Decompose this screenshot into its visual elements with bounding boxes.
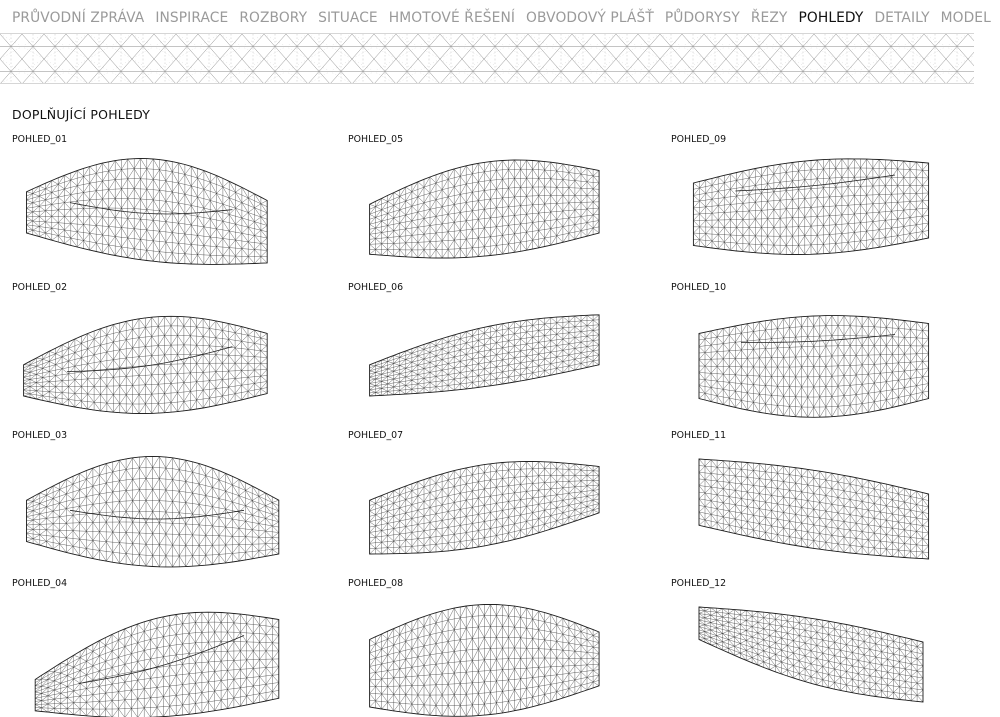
view-label: POHLED_03 [12, 430, 68, 441]
section-title: DOPLŇUJÍCÍ POHLEDY [12, 107, 151, 122]
wireframe-mesh-drawing-icon [692, 158, 930, 255]
view-pohled-09[interactable]: POHLED_09 [671, 134, 961, 273]
mesh-outline [698, 458, 930, 560]
view-pohled-04[interactable]: POHLED_04 [12, 578, 312, 717]
mesh-outline [26, 158, 268, 265]
top-navigation: PRŮVODNÍ ZPRÁVA INSPIRACE ROZBORY SITUAC… [12, 7, 991, 29]
view-pohled-01[interactable]: POHLED_01 [12, 134, 312, 273]
mesh-outline [698, 315, 930, 418]
mesh-lines [26, 456, 279, 568]
mesh-outline [23, 315, 268, 414]
mesh-outline [369, 159, 600, 259]
wireframe-mesh-drawing-icon [34, 611, 280, 717]
mesh-inner-rim [78, 635, 245, 684]
mesh-lines [35, 612, 279, 717]
view-pohled-12[interactable]: POHLED_12 [671, 578, 961, 717]
mesh-outline [692, 158, 930, 255]
view-label: POHLED_01 [12, 134, 68, 145]
nav-item-pruvodni-zprava[interactable]: PRŮVODNÍ ZPRÁVA [12, 10, 145, 26]
view-label: POHLED_07 [348, 430, 404, 441]
wireframe-mesh-drawing-icon [369, 314, 600, 397]
nav-item-inspirace[interactable]: INSPIRACE [155, 10, 229, 26]
nav-item-rozbory[interactable]: ROZBORY [239, 10, 308, 26]
mesh-inner-rim [67, 346, 233, 372]
nav-item-rezy[interactable]: ŘEZY [750, 10, 788, 26]
wireframe-mesh-drawing-icon [26, 158, 268, 265]
view-label: POHLED_10 [671, 282, 727, 293]
nav-item-obvodovy-plast[interactable]: OBVODOVÝ PLÁŠŤ [526, 10, 654, 26]
wireframe-mesh-drawing-icon [26, 456, 280, 568]
mesh-outline [369, 461, 600, 555]
nav-item-model[interactable]: MODEL [940, 10, 991, 26]
wireframe-mesh-drawing-icon [23, 315, 268, 414]
nav-item-situace[interactable]: SITUACE [318, 10, 378, 26]
view-label: POHLED_02 [12, 282, 68, 293]
view-label: POHLED_09 [671, 134, 727, 145]
mesh-lines [369, 461, 600, 555]
mesh-lines [26, 158, 268, 265]
wireframe-mesh-drawing-icon [698, 315, 930, 418]
mesh-lines [698, 458, 929, 560]
nav-item-hmotove-reseni[interactable]: HMOTOVÉ ŘEŠENÍ [388, 10, 516, 26]
view-label: POHLED_04 [12, 578, 68, 589]
mesh-lines [369, 159, 600, 259]
mesh-outline [26, 456, 280, 568]
wireframe-mesh-drawing-icon [369, 603, 600, 717]
mesh-inner-rim [741, 334, 896, 343]
view-pohled-08[interactable]: POHLED_08 [348, 578, 628, 717]
mesh-outline [369, 314, 600, 397]
view-pohled-11[interactable]: POHLED_11 [671, 430, 961, 569]
view-label: POHLED_11 [671, 430, 727, 441]
mesh-lines [23, 316, 268, 414]
wireframe-mesh-drawing-icon [369, 159, 600, 259]
wireframe-mesh-drawing-icon [698, 458, 930, 560]
view-label: POHLED_06 [348, 282, 404, 293]
wireframe-mesh-drawing-icon [698, 606, 924, 703]
view-pohled-06[interactable]: POHLED_06 [348, 282, 628, 421]
view-label: POHLED_12 [671, 578, 727, 589]
mesh-inner-rim [69, 509, 245, 520]
wireframe-mesh-drawing-icon [369, 461, 600, 555]
mesh-inner-rim [69, 202, 233, 215]
mesh-lines [698, 315, 929, 418]
view-pohled-02[interactable]: POHLED_02 [12, 282, 312, 421]
nav-item-pohledy[interactable]: POHLEDY [798, 10, 864, 26]
mesh-inner-rim [735, 174, 896, 192]
view-pohled-05[interactable]: POHLED_05 [348, 134, 628, 273]
view-pohled-10[interactable]: POHLED_10 [671, 282, 961, 421]
nav-item-pudorysy[interactable]: PŮDORYSY [664, 10, 740, 26]
nav-item-detaily[interactable]: DETAILY [874, 10, 930, 26]
mesh-lines [693, 158, 929, 255]
triangular-lattice-pattern-icon [0, 34, 974, 83]
view-pohled-03[interactable]: POHLED_03 [12, 430, 312, 569]
view-pohled-07[interactable]: POHLED_07 [348, 430, 628, 569]
view-label: POHLED_08 [348, 578, 404, 589]
view-label: POHLED_05 [348, 134, 404, 145]
pattern-band [0, 33, 974, 84]
mesh-outline [34, 611, 280, 717]
